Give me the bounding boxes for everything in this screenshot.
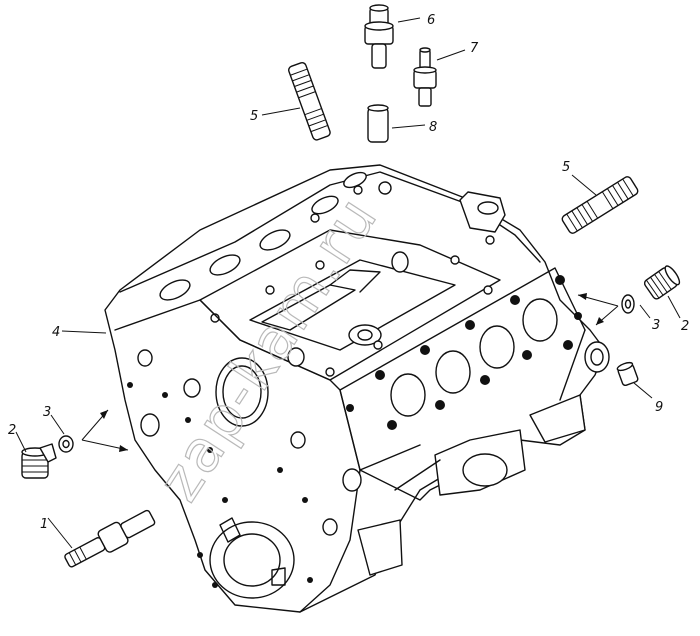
- part-2-plug-right: [643, 265, 681, 300]
- callout-1: 1: [40, 517, 48, 532]
- callout-3-left: 3: [43, 405, 51, 420]
- cylinder-block: [104, 164, 610, 613]
- callout-2-right: 2: [681, 319, 689, 334]
- part-6-stepped-pin: [364, 4, 394, 69]
- callout-2-left: 2: [8, 423, 16, 438]
- part-3-washer-right: [621, 294, 635, 314]
- callout-8: 8: [429, 120, 437, 135]
- part-8-dowel: [367, 104, 389, 143]
- part-9-plug: [616, 361, 639, 387]
- callouts: 6 7 8 5 5 3 2 9 4 3 2 1: [8, 13, 689, 532]
- part-5-stud-left: [288, 61, 331, 141]
- callout-5-left: 5: [250, 109, 258, 124]
- callout-3-right: 3: [652, 318, 660, 333]
- leader-lines: [15, 17, 681, 549]
- callout-4: 4: [52, 325, 60, 340]
- arrowheads: [100, 293, 604, 452]
- part-5-stud-right: [561, 176, 639, 234]
- callout-6: 6: [427, 13, 435, 28]
- part-2-plug-left: [21, 443, 57, 479]
- callout-7: 7: [470, 41, 479, 56]
- callout-9: 9: [655, 400, 663, 415]
- part-1-stepped-stud: [64, 509, 156, 568]
- callout-5-right: 5: [562, 160, 570, 175]
- part-3-washer-left: [58, 435, 74, 453]
- part-7-stud: [413, 47, 437, 107]
